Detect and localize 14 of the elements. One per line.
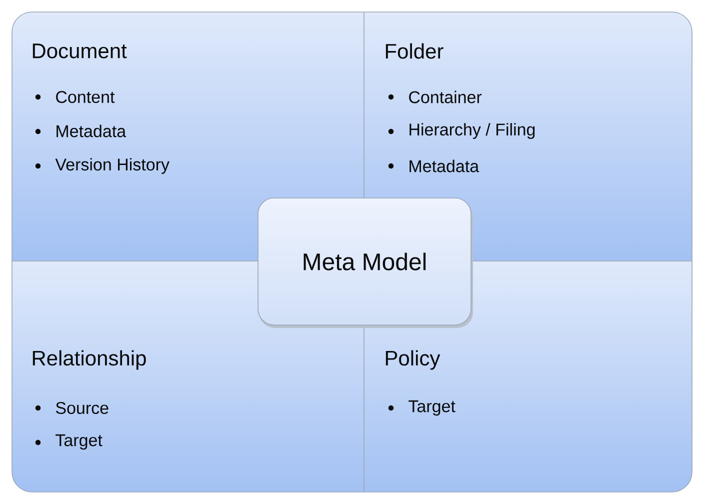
panel-heading: Policy [386,350,440,370]
panel-heading: Relationship [32,350,146,370]
bullet-item: Target [56,434,102,450]
bullet-item: Source [56,402,108,414]
bullet-item: Version History [55,158,170,174]
panel-heading: Folder [386,43,444,59]
center-box: Meta Model [258,198,473,328]
bullet-item: Hierarchy / Filing [410,123,535,139]
bullet-item: Target [408,400,456,416]
bullet-item: Metadata [410,160,480,172]
bullet-item: Content [56,90,115,104]
panel-heading: Document [32,44,127,58]
bullet-item: Metadata [56,124,126,138]
bullet-item: Container [409,90,482,104]
